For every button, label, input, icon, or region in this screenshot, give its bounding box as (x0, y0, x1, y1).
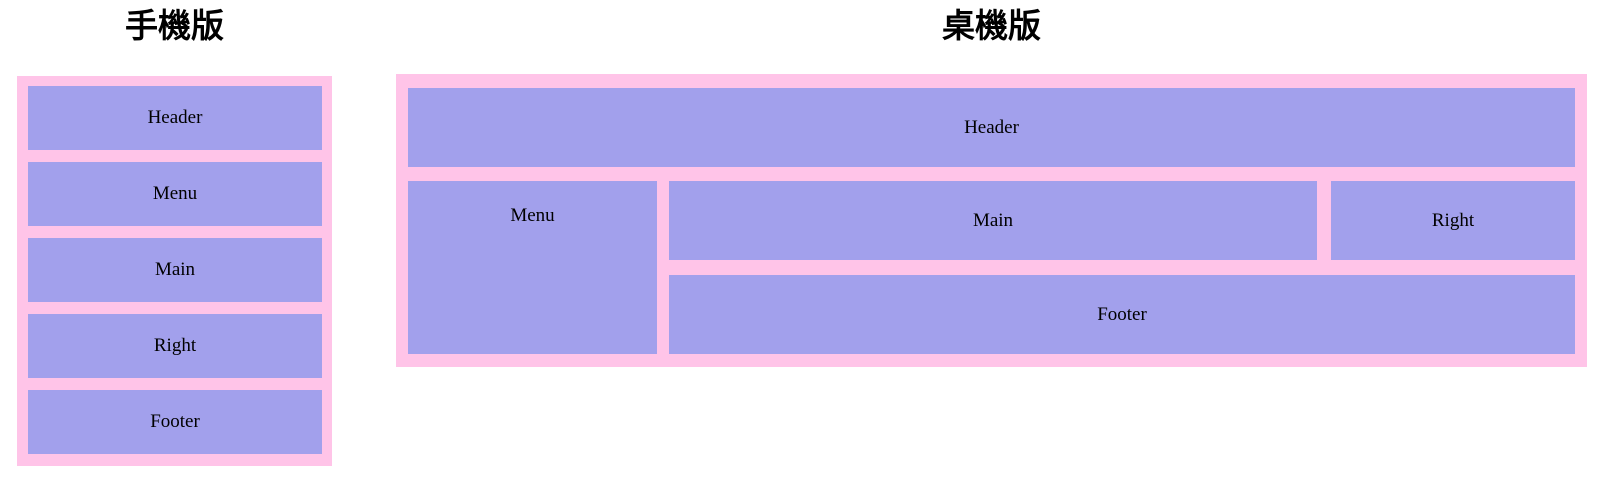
desktop-content-column: Main Right Footer (669, 181, 1575, 354)
mobile-footer-block: Footer (28, 390, 322, 454)
desktop-footer-block: Footer (669, 275, 1575, 354)
desktop-right-block: Right (1331, 181, 1575, 260)
mobile-menu-block: Menu (28, 162, 322, 226)
mobile-version-title: 手機版 (125, 7, 224, 44)
mobile-layout-container: Header Menu Main Right Footer (17, 76, 332, 466)
desktop-main-row: Main Right (669, 181, 1575, 260)
desktop-header-block: Header (408, 88, 1575, 167)
desktop-body-row: Menu Main Right Footer (408, 181, 1575, 354)
desktop-menu-block: Menu (408, 181, 657, 354)
mobile-header-block: Header (28, 86, 322, 150)
desktop-version-title: 桌機版 (942, 7, 1041, 44)
desktop-layout-container: Header Menu Main Right Footer (396, 74, 1587, 367)
mobile-right-block: Right (28, 314, 322, 378)
desktop-main-block: Main (669, 181, 1317, 260)
mobile-main-block: Main (28, 238, 322, 302)
